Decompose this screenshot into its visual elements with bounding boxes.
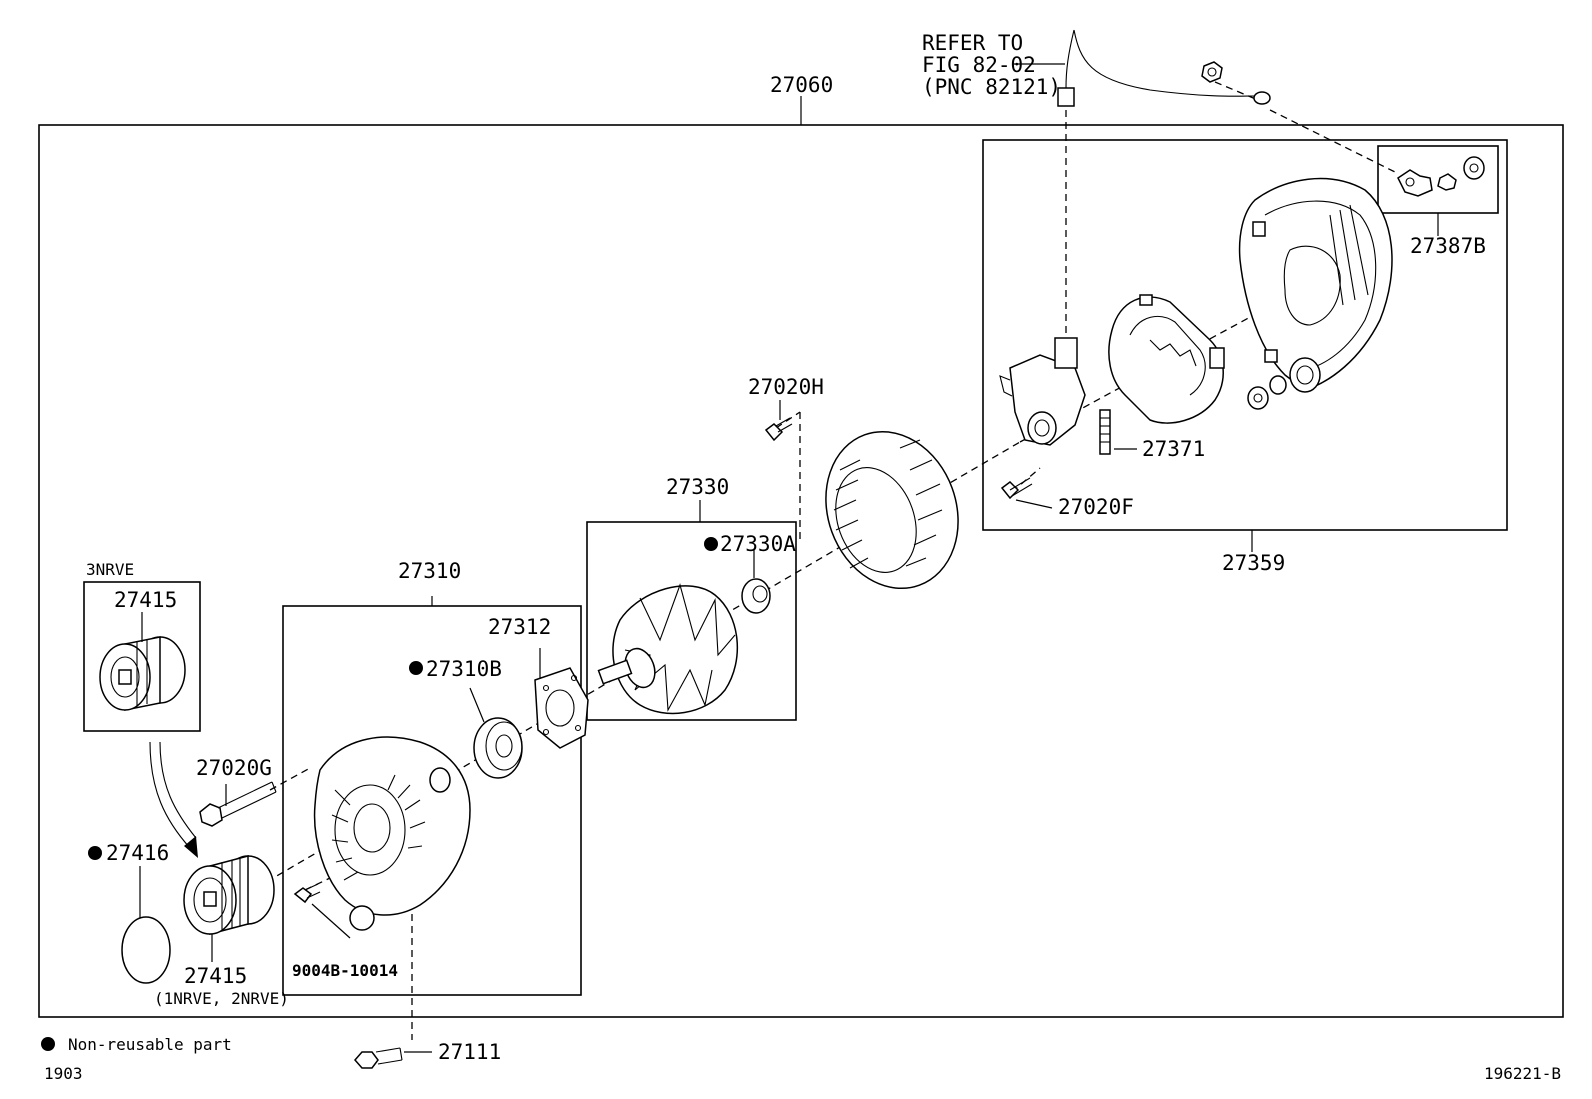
screw-9004B (293, 883, 321, 904)
refer-line1: REFER TO (922, 31, 1023, 55)
non-reusable-marker-27416 (88, 846, 102, 860)
label-27312: 27312 (488, 615, 551, 639)
label-27371: 27371 (1142, 437, 1205, 461)
footer-code-left: 1903 (44, 1064, 83, 1083)
label-27415-variant: (1NRVE, 2NRVE) (154, 989, 289, 1008)
label-27387B: 27387B (1410, 234, 1486, 258)
screw-27020H (764, 417, 793, 442)
refer-line2: FIG 82-02 (922, 53, 1036, 77)
box-27330 (586, 521, 797, 721)
rear-housing (1238, 177, 1393, 393)
label-27359: 27359 (1222, 551, 1285, 575)
label-27416: 27416 (106, 841, 169, 865)
non-reusable-legend-icon (41, 1037, 55, 1051)
label-27415-bottom: 27415 (184, 964, 247, 988)
ring-27416 (121, 916, 171, 984)
label-27111: 27111 (438, 1040, 501, 1064)
replacement-arrow (149, 741, 191, 849)
bearing-27310B (473, 717, 523, 779)
legend-non-reusable: Non-reusable part (68, 1035, 232, 1054)
footer-code-right: 196221-B (1484, 1064, 1561, 1083)
box-27359 (982, 139, 1508, 531)
box-27415-3nrve (83, 581, 201, 732)
non-reusable-marker-27310B (409, 661, 423, 675)
refer-line3: (PNC 82121) (922, 75, 1061, 99)
regulator (999, 337, 1086, 446)
screw-27020F (1000, 477, 1033, 500)
pulley-27415-top (99, 636, 186, 711)
label-27020G: 27020G (196, 756, 272, 780)
bolt-27111 (354, 1047, 403, 1069)
bearing-27330A (741, 578, 771, 614)
non-reusable-marker-27330A (704, 537, 718, 551)
box-27387B (1377, 145, 1499, 214)
bolt-27020G (199, 781, 277, 827)
label-27330A: 27330A (720, 532, 796, 556)
label-27020H: 27020H (748, 375, 824, 399)
rotor (597, 583, 738, 715)
label-27310B: 27310B (426, 657, 502, 681)
label-27330: 27330 (666, 475, 729, 499)
front-housing (313, 736, 471, 931)
terminal-kit-27387B (1397, 156, 1485, 197)
label-9004B: 9004B-10014 (292, 961, 398, 980)
brush-27371 (1099, 409, 1111, 455)
plate-27312 (534, 667, 589, 749)
label-3nrve: 3NRVE (86, 560, 134, 579)
stator (825, 430, 959, 590)
label-27310: 27310 (398, 559, 461, 583)
rectifier-assembly (1108, 294, 1225, 424)
label-27020F: 27020F (1058, 495, 1134, 519)
label-27415-top: 27415 (114, 588, 177, 612)
pulley-27415-bottom (183, 855, 275, 935)
label-27060: 27060 (770, 73, 833, 97)
